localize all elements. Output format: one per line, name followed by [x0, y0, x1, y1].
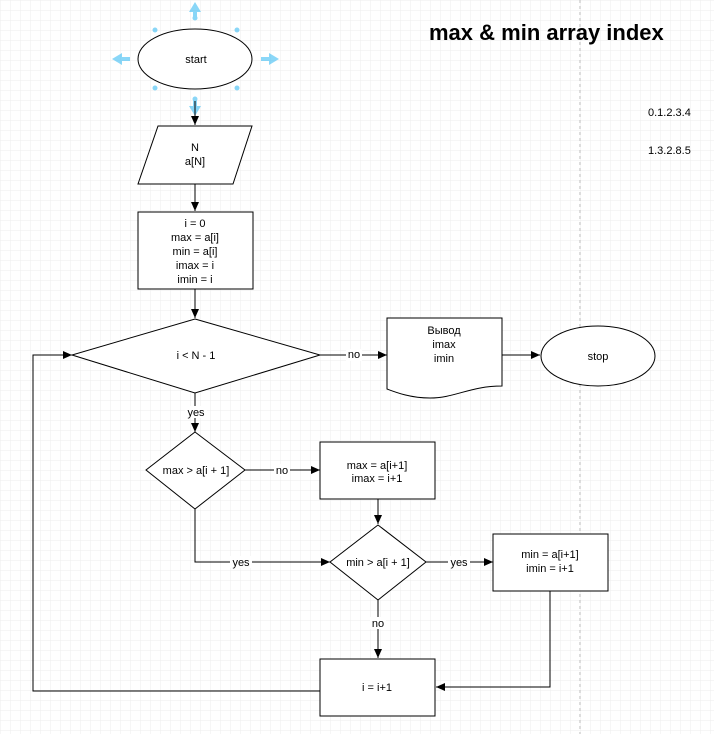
array-note: 1.3.2.8.5 — [648, 145, 691, 157]
input-line: a[N] — [185, 156, 205, 168]
init-line: imin = i — [177, 274, 212, 286]
assign-max-line: max = a[i+1] — [347, 460, 408, 472]
output-line: imin — [434, 353, 454, 365]
init-line: max = a[i] — [171, 232, 219, 244]
min-decision[interactable] — [329, 524, 427, 601]
init-line: min = a[i] — [173, 246, 218, 258]
diagram-title: max & min array index — [429, 20, 664, 45]
edge-label-min-no: no — [372, 618, 384, 630]
edge-label-loop-yes: yes — [187, 407, 205, 419]
start-terminal[interactable] — [137, 28, 253, 90]
loop-condition-label: i < N - 1 — [177, 350, 216, 362]
edge-label-min-yes: yes — [450, 557, 468, 569]
init-process[interactable] — [137, 211, 254, 290]
selection-handles[interactable] — [112, 2, 279, 116]
stop-terminal[interactable] — [540, 325, 656, 387]
assign-min-line: min = a[i+1] — [521, 549, 578, 561]
assign-max-process[interactable] — [319, 441, 436, 500]
edge-label-loop-no: no — [348, 349, 360, 361]
max-condition-label: max > a[i + 1] — [163, 465, 230, 477]
edge-label-max-no: no — [276, 465, 288, 477]
assign-max-line: imax = i+1 — [352, 473, 403, 485]
input-parallelogram[interactable] — [137, 125, 253, 185]
edge-increment-loop — [32, 351, 320, 692]
increment-process[interactable] — [319, 658, 436, 717]
input-line: N — [191, 142, 199, 154]
array-note: 0.1.2.3.4 — [648, 107, 691, 119]
output-line: Вывод — [427, 325, 461, 337]
min-condition-label: min > a[i + 1] — [346, 557, 410, 569]
assign-min-line: imin = i+1 — [526, 563, 574, 575]
edge-label-max-yes: yes — [232, 557, 250, 569]
start-label: start — [185, 54, 206, 66]
stop-label: stop — [588, 351, 609, 363]
assign-min-process[interactable] — [492, 533, 609, 592]
increment-label: i = i+1 — [362, 682, 392, 694]
max-decision[interactable] — [145, 431, 246, 510]
edge-condmax-condmin — [194, 509, 330, 566]
edge-assignmin-increment — [436, 591, 551, 691]
output-document[interactable] — [386, 317, 503, 399]
loop-decision[interactable] — [70, 318, 322, 394]
output-line: imax — [432, 339, 456, 351]
init-line: imax = i — [176, 260, 214, 272]
init-line: i = 0 — [184, 218, 205, 230]
